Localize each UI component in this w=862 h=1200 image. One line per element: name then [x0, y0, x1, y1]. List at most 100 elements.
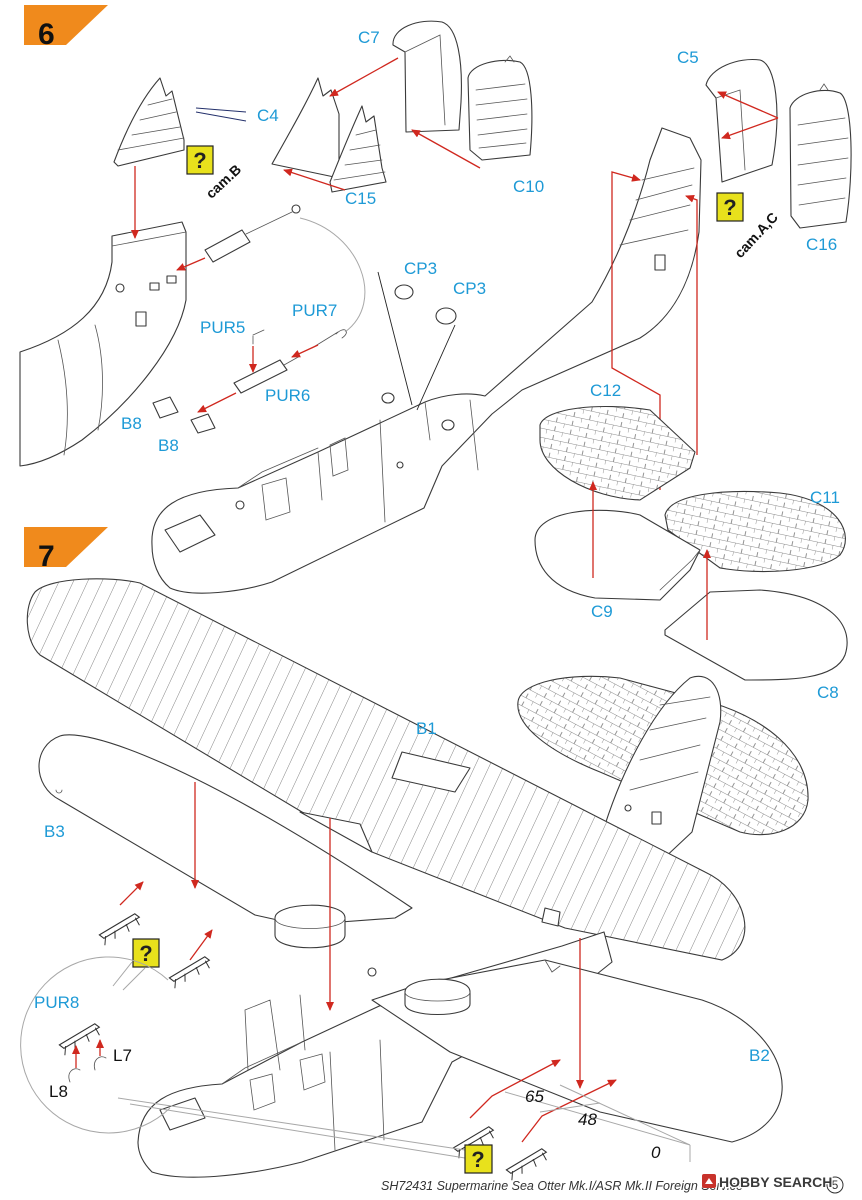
label-c9: C9	[591, 602, 613, 621]
upper-wing-b1-outline	[26, 578, 746, 961]
fuselage-hatch	[135, 311, 147, 327]
label-c16: C16	[806, 235, 837, 254]
label-b2: B2	[749, 1046, 770, 1065]
rudder-c5-outline	[705, 58, 778, 183]
help-marker: ?	[186, 145, 214, 175]
stabilizer-c12-outline	[539, 406, 696, 501]
actuator-rod	[245, 211, 293, 235]
rudder-c10-outline	[467, 59, 533, 161]
help-marker-text: ?	[471, 1147, 484, 1172]
float-mount-bump	[404, 978, 471, 1016]
lower-wing-b3-mark	[55, 789, 63, 794]
fin-outline	[113, 77, 185, 167]
rudder-c7-detail	[404, 34, 446, 126]
float-mount-bump	[274, 904, 346, 949]
assembly-arrow	[189, 929, 213, 961]
fuselage-port	[235, 500, 245, 510]
tail-window	[651, 811, 662, 825]
fuselage-step6	[151, 127, 702, 594]
help-marker: ?	[716, 192, 744, 222]
assembly-arrow	[411, 129, 481, 169]
lower-wing-b2-notch	[544, 959, 561, 973]
help-marker: ?	[132, 938, 160, 968]
rudder-c7	[392, 20, 462, 133]
label-l8: L8	[49, 1082, 68, 1101]
fuselage-outline	[19, 221, 187, 467]
fin-window	[654, 254, 666, 271]
dimension-guide-lines	[504, 1084, 691, 1162]
assembly-arrow	[329, 57, 399, 97]
assembly-arrow	[291, 344, 319, 358]
pur6-rod	[283, 355, 301, 366]
interplane-strut	[503, 1147, 551, 1182]
fin-c15-outline	[271, 77, 340, 179]
plate-c8-outline	[664, 589, 848, 681]
rudder-c10-ribs	[475, 55, 528, 149]
nose-window	[164, 514, 216, 553]
pur6-part	[233, 359, 288, 394]
actuator-parts	[152, 204, 347, 434]
fin-part	[113, 77, 185, 167]
bump-body	[404, 978, 471, 1016]
stabilizer-c12	[539, 406, 696, 501]
label-cp3: CP3	[404, 259, 437, 278]
fin-c15-ribs	[333, 129, 386, 181]
c4-leader	[195, 107, 247, 122]
help-marker-box	[464, 1144, 493, 1174]
plate-c9-edge	[659, 549, 701, 591]
assembly-arrow	[685, 194, 698, 455]
assembly-arrow	[521, 1079, 617, 1143]
l7-l8-hooks	[68, 1056, 107, 1083]
fin-c15	[329, 105, 387, 193]
detail-circle	[20, 956, 171, 1134]
lower-wing-b3-outline	[38, 734, 413, 926]
dimension-0: 0	[651, 1143, 661, 1162]
footer: SH72431 Supermarine Sea Otter Mk.I/ASR M…	[381, 1173, 844, 1194]
step-6-flag	[24, 5, 108, 45]
watermark-logo: HOBBY SEARCH	[702, 1173, 834, 1191]
lower-wing-b2	[371, 959, 783, 1143]
assembly-arrow	[119, 881, 144, 906]
tail-port	[624, 804, 632, 812]
assembly-arrow	[721, 117, 779, 140]
tail-fin-ribs	[629, 696, 711, 791]
rudder-c16	[789, 83, 852, 229]
rudder-c5	[705, 58, 778, 183]
label-pur7: PUR7	[292, 301, 337, 320]
assembly-arrow	[717, 91, 779, 119]
label-c10: C10	[513, 177, 544, 196]
label-b1: B1	[416, 719, 437, 738]
label-c15: C15	[345, 189, 376, 208]
label-b8: B8	[158, 436, 179, 455]
label-c12: C12	[590, 381, 621, 400]
rudder-c7-outline	[392, 20, 462, 133]
label-c8: C8	[817, 683, 839, 702]
page-number: 5	[832, 1178, 839, 1192]
fuselage-outline	[151, 127, 702, 594]
pur5-part	[252, 329, 265, 345]
step-7-number: 7	[38, 540, 55, 573]
footer-kit-title: SH72431 Supermarine Sea Otter Mk.I/ASR M…	[381, 1179, 743, 1193]
step-7-flag	[24, 527, 108, 567]
label-pur6: PUR6	[265, 386, 310, 405]
fuselage-panel-lines	[57, 231, 187, 456]
cp3-part	[435, 307, 457, 325]
label-b3: B3	[44, 822, 65, 841]
step-6-number: 6	[38, 18, 55, 51]
detail-leader	[112, 961, 146, 991]
assembly-arrow	[197, 392, 237, 413]
actuator-body	[204, 229, 251, 263]
help-marker: ?	[464, 1144, 493, 1174]
label-l7: L7	[113, 1046, 132, 1065]
lower-wing-b2-outline	[371, 959, 783, 1143]
watermark-logo-glyph	[705, 1178, 713, 1184]
help-marker-box	[132, 938, 160, 968]
label-c11: C11	[810, 488, 840, 507]
dimension-48: 48	[578, 1110, 597, 1129]
rudder-c10	[467, 55, 533, 161]
lower-wing-b3	[38, 734, 413, 926]
help-marker-text: ?	[723, 195, 736, 220]
fuselage-port	[115, 283, 125, 293]
cp3-leader	[377, 271, 456, 411]
